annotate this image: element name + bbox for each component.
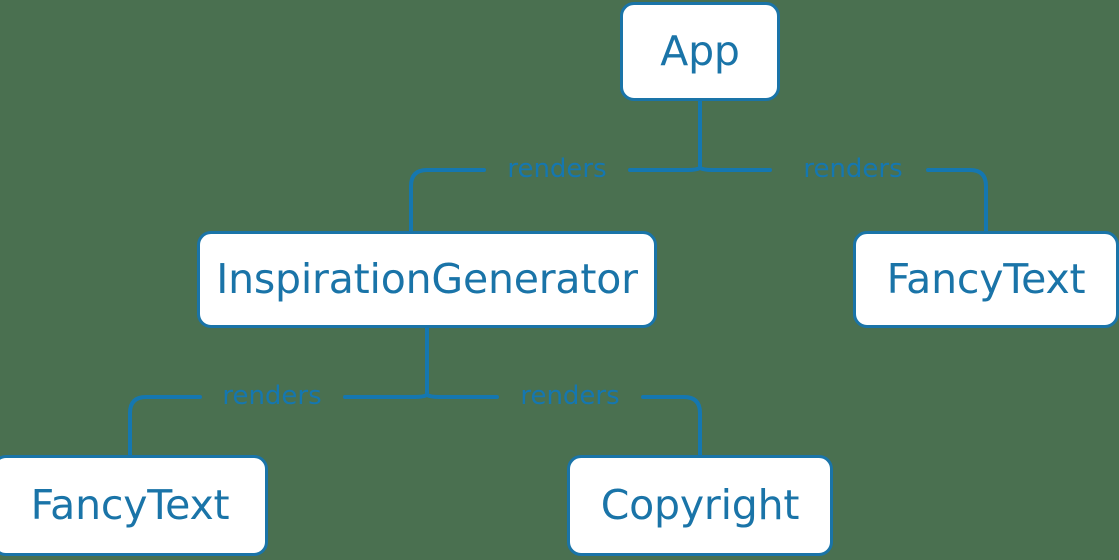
edge-label-inspirationgenerator-to-copyright: renders xyxy=(520,381,620,411)
node-fancytext-bottom-label: FancyText xyxy=(30,481,230,529)
node-app-label: App xyxy=(660,27,740,75)
node-copyright-label: Copyright xyxy=(600,481,800,529)
node-copyright[interactable]: Copyright xyxy=(567,455,833,556)
node-inspirationgenerator-label: InspirationGenerator xyxy=(216,255,638,303)
edge-label-app-to-fancytext-right: renders xyxy=(803,154,903,184)
edge-label-inspirationgenerator-to-fancytext-bottom: renders xyxy=(222,381,322,411)
node-fancytext-bottom[interactable]: FancyText xyxy=(0,455,268,556)
edge-label-app-to-inspirationgenerator: renders xyxy=(507,154,607,184)
node-app[interactable]: App xyxy=(620,2,780,101)
node-fancytext-right-label: FancyText xyxy=(886,255,1086,303)
node-fancytext-right[interactable]: FancyText xyxy=(853,231,1119,328)
node-inspirationgenerator[interactable]: InspirationGenerator xyxy=(197,231,657,328)
